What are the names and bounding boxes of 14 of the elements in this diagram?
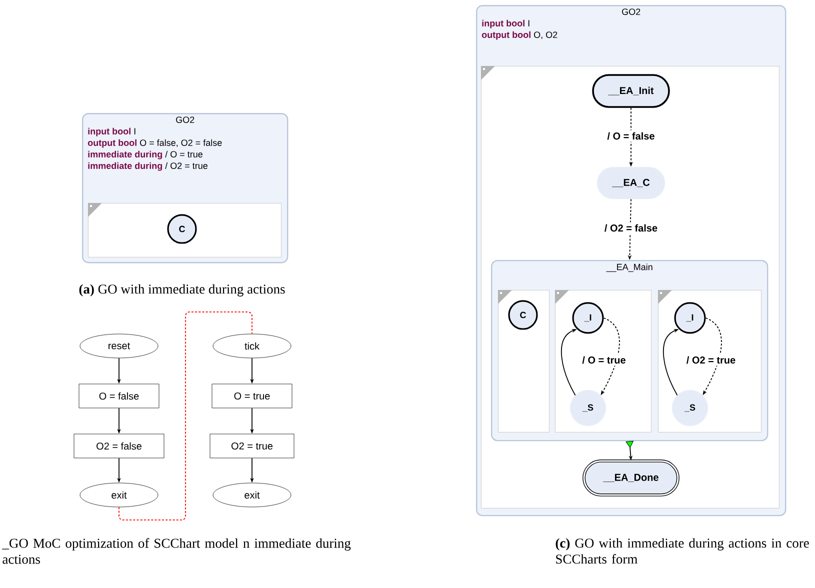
assignment-box: O = true: [212, 384, 292, 408]
caption: _GO MoC optimization of SCChart model n immediate during actions: [2, 538, 351, 564]
region-box: [498, 290, 550, 432]
caption: (c) GO with immediate during actions in core SCCharts form: [556, 538, 809, 564]
assignment-box: O2 = false: [74, 434, 164, 458]
edge-label: / O = false: [605, 130, 657, 142]
assignment-box: O = false: [78, 384, 160, 408]
state-pill: __EA_C: [597, 167, 665, 199]
edge-label: / O = true: [580, 354, 628, 366]
state-pill: __EA_Init: [592, 74, 670, 108]
state-pill: __EA_Done: [582, 460, 680, 496]
caption: (a) GO with immediate during actions: [79, 284, 285, 296]
region-box: [88, 203, 282, 258]
assignment-box: O2 = true: [210, 434, 294, 458]
